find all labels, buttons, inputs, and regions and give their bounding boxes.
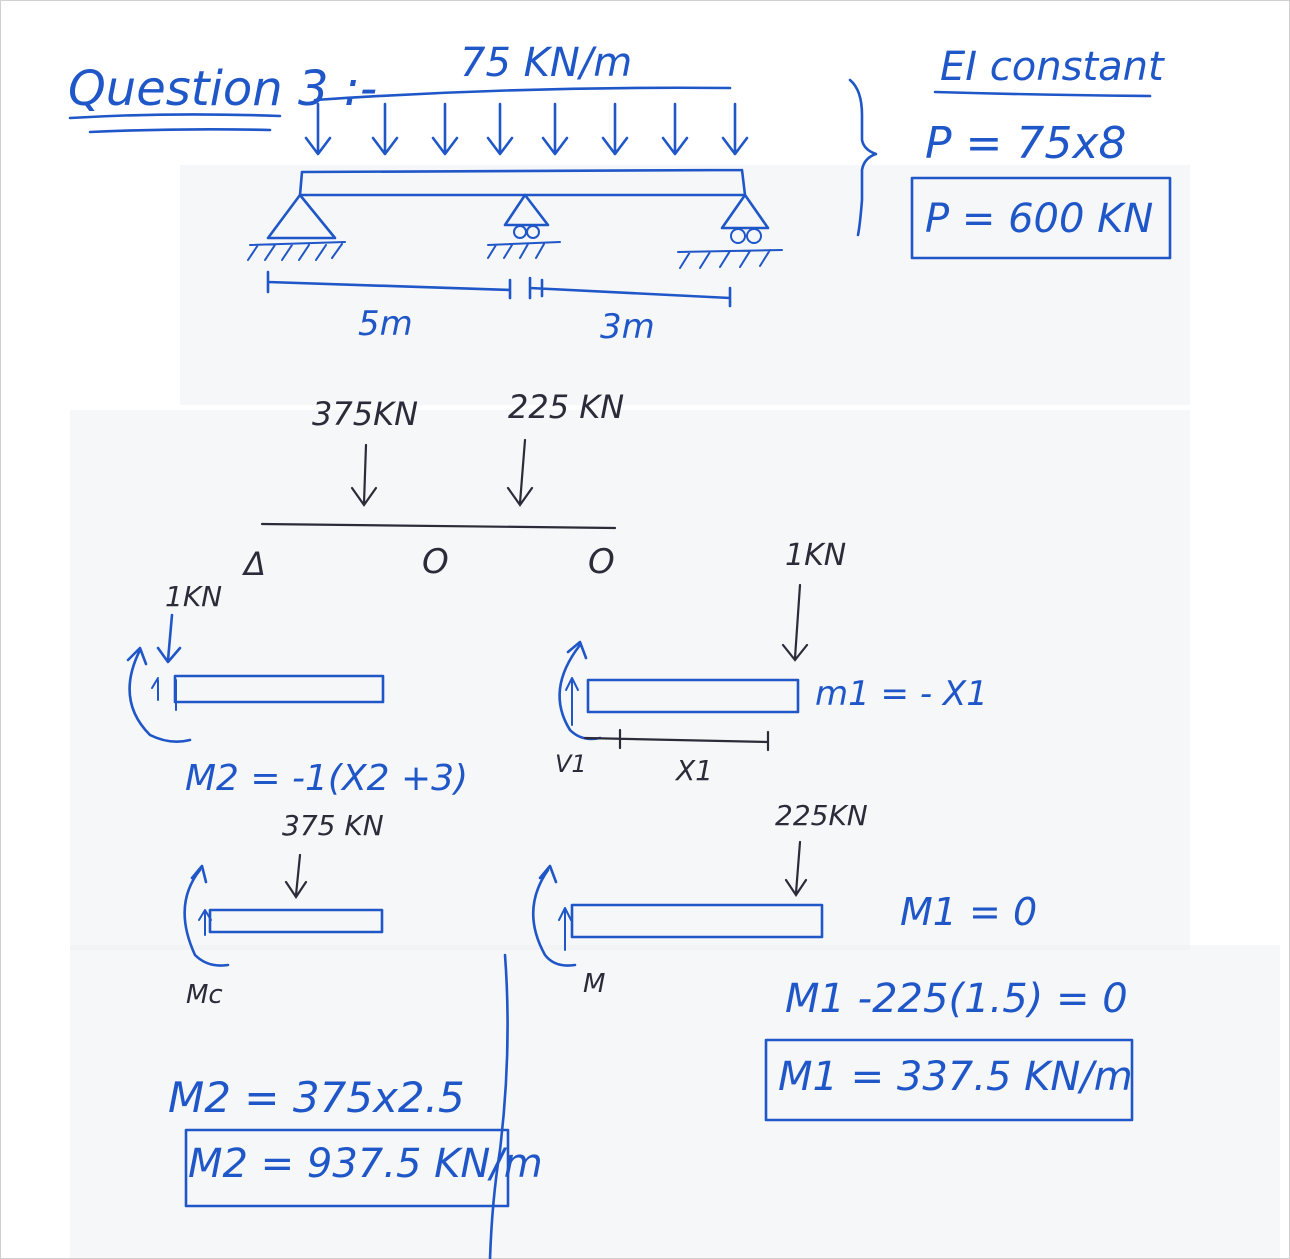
lower-left-reaction [198,909,212,936]
m1-expression: m1 = - X1 [815,674,988,714]
force-225-label: 225KN [775,799,868,832]
m-label: M [583,969,605,999]
arrow-375 [350,443,378,507]
lower-left-beam [208,908,384,934]
resolved-beam-line [260,522,617,530]
vertical-divider [488,953,509,1259]
m2-expression: M2 = -1(X2 +3) [185,758,468,799]
m1-result: M1 = 337.5 KN/m [778,1054,1133,1100]
m1-zero: M1 = 0 [900,890,1037,934]
resolved-load-225: 225 KN [508,388,624,426]
distributed-load-arrows [304,86,749,156]
question-title: Question 3 :- [68,61,377,117]
unit-load-left-arrow [156,613,182,664]
ei-constant-label: EI constant [940,44,1165,90]
title-underline [68,113,282,134]
roller-support-middle [487,193,561,259]
beam [298,168,747,197]
dimension-lines [266,270,732,308]
brace [848,78,878,237]
unit-load-right-arrow [781,583,809,662]
p-result-box [910,176,1172,260]
v1-label: V1 [555,750,587,778]
pin-symbol: Δ [241,545,266,583]
lower-right-beam [570,903,824,939]
left-moment-arc [126,646,192,743]
arrow-225 [506,438,534,507]
p-result: P = 600 KN [925,196,1153,242]
lower-right-moment-arc [531,864,577,967]
x1-label: X1 [674,754,713,787]
m1-result-box [764,1038,1134,1122]
roller-symbol-b: O [588,542,615,582]
roller-support-right [677,193,783,269]
lower-left-moment-arc [183,864,230,967]
roller-symbol-a: O [422,542,449,582]
x1-dimension [583,728,770,752]
m2-result: M2 = 937.5 KN/m [188,1141,543,1187]
left-reaction-arrow [151,677,177,711]
span-right-label: 3m [600,307,655,347]
force-225-arrow [784,840,808,897]
distributed-load-label: 75 KN/m [460,40,632,86]
right-reaction-arrow [565,677,579,726]
ei-underline [933,90,1152,98]
lower-right-reaction [558,907,572,951]
mc-label: Mc [186,980,223,1010]
unit-load-right-label: 1KN [785,538,846,573]
span-left-label: 5m [358,304,413,344]
pin-support-left [247,193,346,261]
unit-load-left-label: 1KN [165,580,222,613]
force-375-arrow [284,853,308,899]
p-calculation: P = 75x8 [925,118,1126,169]
m2-result-box [184,1128,510,1208]
right-segment-beam [586,678,800,714]
force-375-label: 375 KN [282,809,384,842]
m1-equation: M1 -225(1.5) = 0 [785,976,1128,1022]
resolved-load-375: 375KN [312,395,418,433]
m2-equation: M2 = 375x2.5 [168,1073,465,1122]
